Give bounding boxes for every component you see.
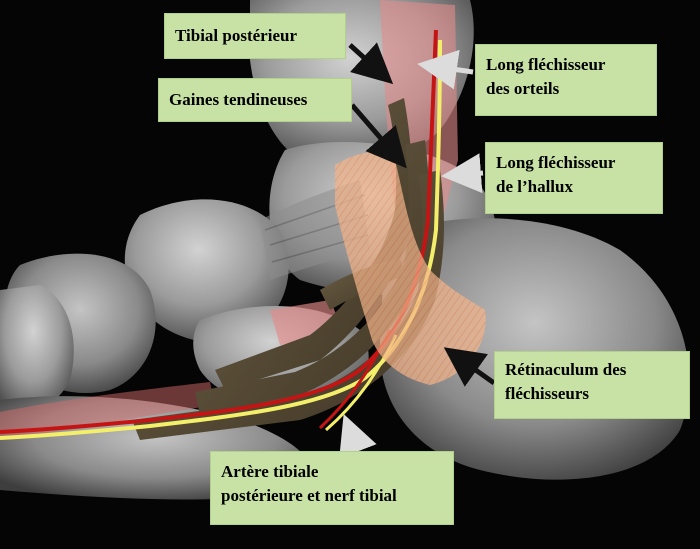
label-tibial-posterieur-text: Tibial postérieur (175, 26, 297, 45)
label-artere-line2: postérieure et nerf tibial (221, 486, 397, 505)
label-gaines-tendineuses-text: Gaines tendineuses (169, 90, 308, 109)
label-hallux-line1: Long fléchisseur (496, 153, 616, 172)
label-retinaculum-line2: fléchisseurs (505, 384, 590, 403)
label-artere-nerf: Artère tibiale postérieure et nerf tibia… (210, 451, 454, 525)
label-artere-line1: Artère tibiale (221, 462, 319, 481)
label-orteils-line1: Long fléchisseur (486, 55, 606, 74)
arrow-long-flechisseur-hallux (441, 153, 484, 194)
arrow-long-flechisseur-orteils (417, 49, 474, 90)
label-tibial-posterieur: Tibial postérieur (164, 13, 346, 59)
label-retinaculum: Rétinaculum des fléchisseurs (494, 351, 690, 419)
sheath-1 (215, 98, 413, 390)
navicular-bone (124, 199, 289, 343)
nerve-path (0, 39, 442, 440)
arrow-artere-nerf (339, 413, 377, 459)
label-long-flechisseur-hallux: Long fléchisseur de l’hallux (485, 142, 663, 214)
retinaculum-band (335, 152, 486, 385)
label-retinaculum-line1: Rétinaculum des (505, 360, 627, 379)
muscle-forefoot (0, 382, 215, 440)
artery-path (0, 29, 438, 434)
label-gaines-tendineuses: Gaines tendineuses (158, 78, 352, 122)
metatarsal-bone (0, 285, 74, 417)
arrow-tibial-posterieur (348, 42, 394, 85)
label-orteils-line2: des orteils (486, 79, 560, 98)
arrow-gaines (350, 103, 407, 169)
sheath-2 (195, 140, 430, 415)
label-hallux-line2: de l’hallux (496, 177, 573, 196)
label-long-flechisseur-orteils: Long fléchisseur des orteils (475, 44, 657, 116)
arrow-retinaculum (443, 347, 496, 387)
pointer-arrows (339, 42, 496, 459)
